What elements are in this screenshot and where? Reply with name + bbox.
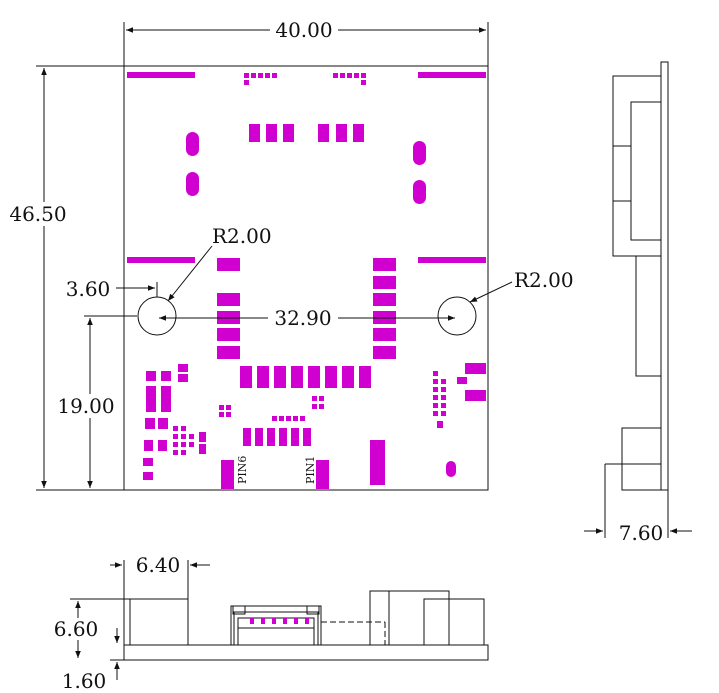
dim-height: 46.50 [9,202,66,226]
mounting-hole-left [137,296,177,336]
top-view-dimensions: 40.00 46.50 19.00 3.60 R2.00 R2.00 32.90 [4,18,574,491]
components-lower-left [143,364,231,480]
edge-pad [418,257,486,263]
dim-connector-width: 6.40 [136,553,181,577]
board-outline [123,65,489,491]
oval-pad [186,132,199,156]
side-view: 7.60 [584,61,692,545]
small-pad-row-left [244,73,277,85]
oval-pad [413,180,426,204]
pad-column-left [217,258,240,359]
dim-width: 40.00 [275,18,332,42]
pad-column-right [373,258,396,359]
top-view: PIN6 PIN1 [123,65,489,491]
oval-pad [413,141,426,165]
components-right [370,363,486,485]
dim-hole-spacing: 32.90 [274,306,331,330]
small-pad-row-right [333,73,366,85]
edge-pad [418,72,486,78]
edge-pad [127,72,195,78]
dim-side-thickness: 7.60 [619,521,664,545]
pin1-label: PIN1 [304,456,317,484]
dim-front-height: 6.60 [54,617,99,641]
mounting-hole-right [437,296,477,336]
dim-radius-right: R2.00 [514,268,574,292]
edge-pad [127,257,195,263]
front-board [123,644,489,661]
dim-radius-left: R2.00 [212,224,272,248]
pad-row-bottom [240,366,371,388]
front-view: 6.40 6.60 1.60 [44,553,489,693]
pin6-label: PIN6 [236,456,249,484]
dim-hole-height: 19.00 [57,394,114,418]
side-board [660,61,669,491]
oval-pad [186,172,199,196]
smd-group-right [318,124,364,142]
dim-board-thickness: 1.60 [62,669,107,693]
dim-hole-left-offset: 3.60 [66,277,111,301]
smd-group-left [249,124,294,142]
connector-pads [221,396,329,489]
